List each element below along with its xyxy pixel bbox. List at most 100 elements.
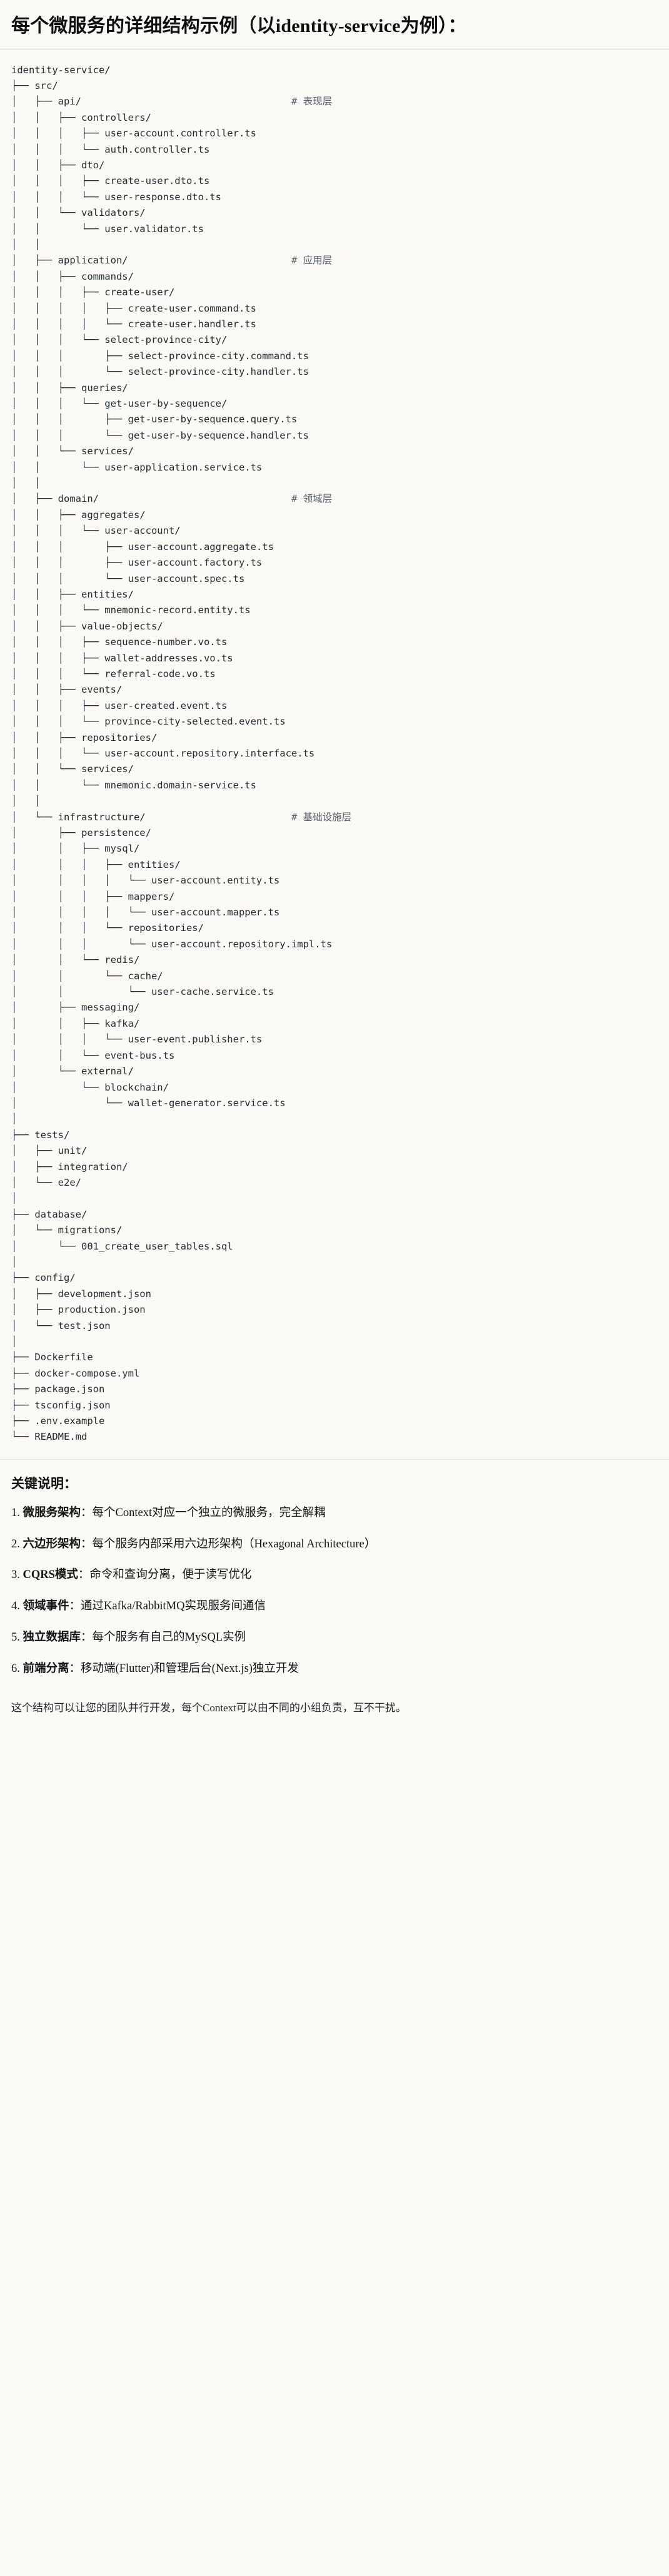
tree-line: │ └── blockchain/ (11, 1082, 169, 1093)
tree-line: │ └── external/ (11, 1066, 134, 1077)
tree-node-label: │ (11, 1193, 18, 1204)
tree-line: ├── .env.example (11, 1415, 104, 1427)
tree-line: │ │ (11, 477, 41, 489)
tree-line: │ ├── unit/ (11, 1145, 87, 1156)
tree-line: │ │ (11, 795, 41, 807)
tree-line: │ │ ├── entities/ (11, 589, 134, 600)
tree-line: │ │ └── services/ (11, 445, 134, 457)
tree-line: └── README.md (11, 1431, 87, 1442)
tree-node-label: │ └── e2e/ (11, 1176, 81, 1188)
tree-node-label: │ │ │ └── user-account/ (11, 525, 181, 537)
tree-line: ├── Dockerfile (11, 1352, 93, 1363)
tree-line: ├── tests/ (11, 1129, 69, 1141)
tree-line: │ (11, 1256, 17, 1268)
page-title: 每个微服务的详细结构示例（以identity-service为例）： (11, 16, 467, 36)
key-notes-list: 微服务架构：每个Context对应一个独立的微服务，完全解耦六边形架构：每个服务… (11, 1505, 658, 1678)
tree-line: │ │ │ └── get-user-by-sequence.handler.t… (11, 430, 309, 441)
tree-node-label: │ │ │ ├── user-account.factory.ts (11, 557, 263, 569)
tree-line: │ │ ├── commands/ (11, 271, 134, 282)
tree-node-label: │ │ ├── mysql/ (11, 843, 140, 855)
tree-line: │ │ │ └── user-account.spec.ts (11, 573, 244, 584)
tree-node-label: │ │ ├── entities/ (11, 588, 134, 600)
tree-line: │ └── migrations/ (11, 1224, 122, 1236)
tree-node-label: │ │ ├── dto/ (11, 159, 105, 171)
tree-node-label: │ │ ├── queries/ (11, 382, 128, 394)
tree-node-label: │ │ │ └── get-user-by-sequence.handler.t… (11, 429, 309, 441)
tree-line: ├── package.json (11, 1383, 104, 1395)
tree-line: │ │ ├── controllers/ (11, 112, 151, 123)
tree-node-label: │ (11, 1256, 18, 1268)
key-note-separator: ： (69, 1662, 81, 1675)
tree-node-label: ├── config/ (11, 1272, 76, 1284)
directory-tree-block: identity-service/ ├── src/ │ ├── api/ # … (0, 49, 669, 1454)
tree-line: │ │ │ └── user-account.repository.interf… (11, 748, 314, 759)
key-note-term: CQRS模式 (23, 1569, 78, 1582)
tree-node-label: │ │ │ └── user-response.dto.ts (11, 191, 221, 203)
tree-node-label: │ │ └── services/ (11, 763, 134, 775)
tree-node-label: │ │ │ └── user-account.repository.interf… (11, 747, 315, 759)
tree-node-label: identity-service/ (11, 64, 111, 76)
tree-line: │ │ ├── mysql/ (11, 843, 139, 854)
tree-line: │ │ └── user-cache.service.ts (11, 986, 274, 997)
key-note-item: 微服务架构：每个Context对应一个独立的微服务，完全解耦 (11, 1505, 658, 1522)
tree-line: │ │ │ ├── select-province-city.command.t… (11, 350, 309, 362)
key-note-item: 领域事件：通过Kafka/RabbitMQ实现服务间通信 (11, 1598, 658, 1616)
tree-line: │ │ │ │ └── create-user.handler.ts (11, 318, 256, 330)
tree-node-label: │ └── blockchain/ (11, 1081, 169, 1093)
tree-node-label: │ │ └── user-application.service.ts (11, 461, 263, 473)
tree-line: │ │ │ ├── create-user.dto.ts (11, 175, 209, 186)
key-note-term: 六边形架构 (23, 1537, 81, 1550)
tree-node-label: │ │ └── user-cache.service.ts (11, 986, 274, 998)
tree-node-label: │ │ └── validators/ (11, 207, 146, 219)
tree-node-label: │ │ │ ├── create-user/ (11, 287, 175, 298)
tree-node-label: │ │ │ └── referral-code.vo.ts (11, 668, 216, 680)
key-note-separator: ： (78, 1569, 90, 1582)
tree-comment-gap (81, 96, 291, 107)
tree-line: │ │ └── validators/ (11, 207, 146, 218)
tree-line: │ ├── api/ # 表现层 (11, 96, 332, 107)
tree-line: │ │ └── mnemonic.domain-service.ts (11, 780, 256, 791)
key-note-description: 每个Context对应一个独立的微服务，完全解耦 (92, 1506, 326, 1519)
tree-line: │ │ │ └── select-province-city.handler.t… (11, 366, 309, 377)
key-note-separator: ： (81, 1537, 93, 1550)
tree-node-label: │ ├── development.json (11, 1288, 151, 1300)
key-note-description: 每个服务有自己的MySQL实例 (92, 1631, 246, 1644)
tree-node-label: │ │ └── user.validator.ts (11, 223, 204, 235)
key-notes-heading: 关键说明： (11, 1475, 77, 1491)
tree-line: │ │ │ │ ├── create-user.command.ts (11, 303, 256, 314)
tree-line: ├── docker-compose.yml (11, 1368, 139, 1379)
tree-line: │ │ │ ├── user-account.aggregate.ts (11, 541, 274, 552)
section-divider (0, 1459, 669, 1460)
document-header: 每个微服务的详细结构示例（以identity-service为例）： (0, 0, 669, 50)
tree-line: │ │ │ └── get-user-by-sequence/ (11, 398, 227, 409)
tree-line: │ │ (11, 239, 41, 250)
tree-node-label: │ │ │ ├── user-account.aggregate.ts (11, 541, 274, 552)
key-note-description: 每个服务内部采用六边形架构（Hexagonal Architecture） (92, 1537, 376, 1550)
tree-node-label: ├── Dockerfile (11, 1352, 93, 1363)
tree-node-label: │ ├── unit/ (11, 1145, 88, 1157)
tree-node-label: │ ├── domain/ (11, 493, 99, 505)
tree-comment-gap (146, 812, 291, 823)
tree-node-label: │ │ │ ├── mappers/ (11, 890, 175, 902)
tree-node-label: └── README.md (11, 1431, 88, 1443)
key-note-separator: ： (81, 1631, 93, 1644)
tree-line: │ │ │ └── province-city-selected.event.t… (11, 716, 286, 727)
tree-line: │ │ │ ├── create-user/ (11, 287, 174, 298)
tree-line: │ │ └── user-application.service.ts (11, 462, 262, 473)
tree-node-label: │ │ │ ├── wallet-addresses.vo.ts (11, 652, 233, 664)
tree-line: │ ├── application/ # 应用层 (11, 255, 332, 266)
key-note-item: 六边形架构：每个服务内部采用六边形架构（Hexagonal Architectu… (11, 1536, 658, 1554)
tree-line: │ │ │ ├── entities/ (11, 859, 181, 870)
key-note-item: CQRS模式：命令和查询分离，便于读写优化 (11, 1567, 658, 1584)
tree-line: ├── src/ (11, 80, 58, 91)
tree-comment-gap (128, 255, 291, 266)
tree-node-label: │ │ │ └── auth.controller.ts (11, 143, 210, 155)
tree-line: │ │ ├── queries/ (11, 382, 128, 394)
tree-line: │ │ ├── repositories/ (11, 732, 157, 743)
tree-node-label: │ │ (11, 795, 41, 807)
key-note-description: 通过Kafka/RabbitMQ实现服务间通信 (81, 1600, 266, 1613)
tree-node-label: │ │ │ ├── get-user-by-sequence.query.ts (11, 414, 298, 425)
tree-line: │ └── e2e/ (11, 1177, 81, 1188)
tree-line: │ │ └── user.validator.ts (11, 223, 204, 235)
tree-node-label: │ ├── production.json (11, 1304, 146, 1316)
